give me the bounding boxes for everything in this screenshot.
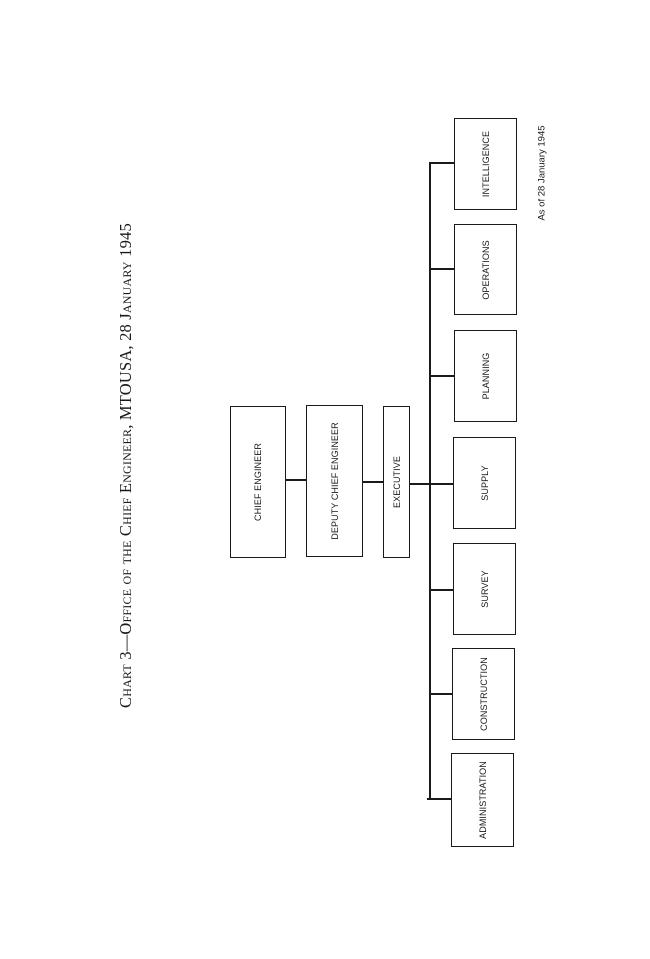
box-deputy-chief-engineer: DEPUTY CHIEF ENGINEER bbox=[306, 405, 363, 557]
chart-title-text: Chart 3—Office of the Chief Engineer, MT… bbox=[115, 223, 137, 708]
label-planning: PLANNING bbox=[480, 352, 491, 400]
connector-branch-survey bbox=[429, 589, 454, 591]
box-chief-engineer: CHIEF ENGINEER bbox=[230, 406, 286, 558]
connector-branch-administration bbox=[427, 798, 451, 800]
box-supply: SUPPLY bbox=[453, 437, 516, 529]
chart-title: Chart 3—Office of the Chief Engineer, MT… bbox=[108, 223, 144, 708]
connector-executive-trunk bbox=[409, 483, 430, 485]
box-administration: ADMINISTRATION bbox=[451, 753, 514, 847]
connector-branch-planning bbox=[429, 375, 454, 377]
label-survey: SURVEY bbox=[479, 570, 490, 608]
connector-chief-deputy bbox=[285, 479, 307, 481]
as-of-note-text: As of 28 January 1945 bbox=[536, 125, 548, 221]
connector-branch-operations bbox=[429, 268, 454, 270]
chart-title-prefix: Chart 3— bbox=[116, 634, 135, 708]
box-survey: SURVEY bbox=[453, 543, 516, 635]
label-deputy-chief-engineer: DEPUTY CHIEF ENGINEER bbox=[329, 422, 340, 540]
label-administration: ADMINISTRATION bbox=[477, 761, 488, 839]
connector-branch-intelligence bbox=[429, 162, 454, 164]
chart-title-main: Office of the Chief Engineer, MTOUSA, 28… bbox=[116, 223, 135, 635]
box-executive: EXECUTIVE bbox=[383, 406, 410, 558]
label-operations: OPERATIONS bbox=[480, 239, 491, 300]
label-supply: SUPPLY bbox=[479, 465, 490, 501]
connector-branch-supply bbox=[429, 483, 454, 485]
as-of-note: As of 28 January 1945 bbox=[530, 118, 554, 228]
label-intelligence: INTELLIGENCE bbox=[480, 130, 491, 198]
label-executive: EXECUTIVE bbox=[391, 456, 402, 508]
box-intelligence: INTELLIGENCE bbox=[454, 118, 517, 210]
label-construction: CONSTRUCTION bbox=[478, 657, 489, 731]
connector-branch-construction bbox=[429, 693, 454, 695]
box-construction: CONSTRUCTION bbox=[452, 648, 515, 740]
connector-trunk bbox=[429, 162, 431, 799]
connector-deputy-executive bbox=[362, 481, 383, 483]
box-planning: PLANNING bbox=[454, 330, 517, 422]
label-chief-engineer: CHIEF ENGINEER bbox=[253, 443, 263, 521]
box-operations: OPERATIONS bbox=[454, 224, 517, 315]
